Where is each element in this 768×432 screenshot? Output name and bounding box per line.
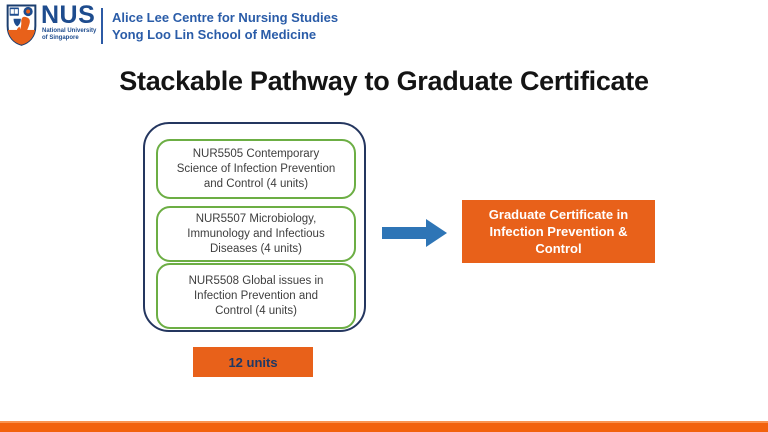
course-line: Control (4 units)	[215, 304, 297, 317]
course-line: Immunology and Infectious	[187, 227, 325, 240]
course-line: NUR5508 Global issues in	[188, 274, 324, 287]
course-box-nur5508: NUR5508 Global issues in Infection Preve…	[156, 263, 356, 329]
outcome-line: Control	[535, 241, 582, 256]
course-stack-container: NUR5505 Contemporary Science of Infectio…	[143, 122, 366, 332]
course-line: NUR5507 Microbiology,	[195, 212, 317, 225]
header-divider	[101, 8, 103, 44]
slide-title: Stackable Pathway to Graduate Certificat…	[119, 66, 649, 96]
bottom-accent-bar	[0, 421, 768, 432]
department-line1: Alice Lee Centre for Nursing Studies	[112, 10, 339, 25]
course-line: Diseases (4 units)	[209, 242, 303, 255]
course-box-nur5505: NUR5505 Contemporary Science of Infectio…	[156, 139, 356, 199]
department-line2: Yong Loo Lin School of Medicine	[112, 27, 317, 42]
course-line: Infection Prevention and	[193, 289, 319, 302]
outcome-line: Infection Prevention &	[489, 224, 628, 239]
course-text: NUR5508 Global issues in Infection Preve…	[189, 274, 324, 319]
course-box-nur5507: NUR5507 Microbiology, Immunology and Inf…	[156, 206, 356, 262]
right-arrow-icon	[382, 219, 447, 247]
course-text: NUR5505 Contemporary Science of Infectio…	[177, 147, 336, 192]
nus-wordmark: NUS	[41, 1, 96, 29]
nus-logo-subtext-line2: of Singapore	[42, 35, 79, 41]
nus-crest-logo	[6, 4, 37, 46]
course-line: Science of Infection Prevention	[176, 162, 336, 175]
course-line: and Control (4 units)	[203, 177, 309, 190]
course-text: NUR5507 Microbiology, Immunology and Inf…	[187, 212, 324, 257]
department-name: Alice Lee Centre for Nursing Studies Yon…	[112, 9, 338, 43]
nus-logo-subtext: National University of Singapore	[42, 28, 96, 42]
total-units-badge: 12 units	[193, 347, 313, 377]
outcome-line: Graduate Certificate in	[488, 207, 629, 222]
nus-logo-subtext-line1: National University	[42, 28, 97, 34]
course-line: NUR5505 Contemporary	[192, 147, 320, 160]
graduate-certificate-box: Graduate Certificate in Infection Preven…	[462, 200, 655, 263]
